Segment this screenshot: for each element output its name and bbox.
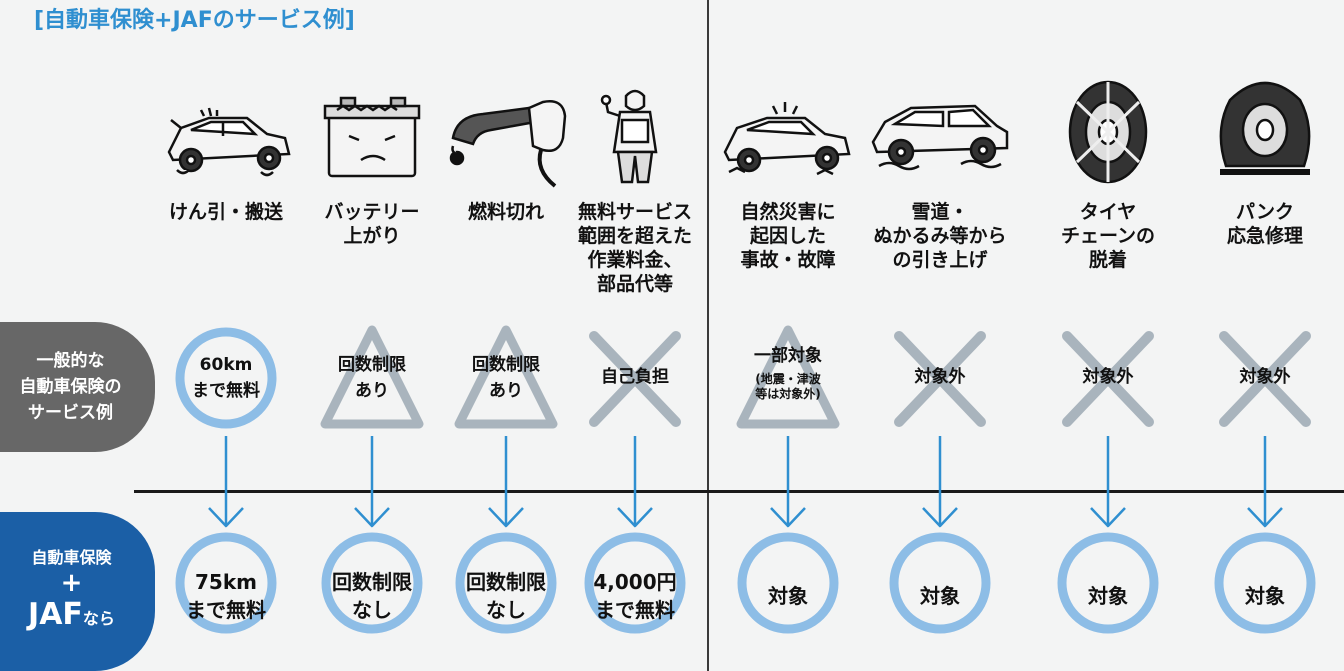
down-arrow-icon — [915, 436, 965, 528]
general-cross-mark — [885, 318, 995, 434]
general-insurance-label: 一般的な 自動車保険の サービス例 — [0, 322, 155, 452]
service-name: 無料サービス 範囲を超えた 作業料金、 部品代等 — [577, 201, 692, 295]
battery-icon — [297, 80, 447, 190]
general-label-line: 一般的な — [36, 351, 105, 371]
down-arrow-icon — [201, 436, 251, 528]
service-name: 雪道・ ぬかるみ等から の引き上げ — [873, 201, 1007, 271]
down-arrow-icon — [1240, 436, 1290, 528]
general-coverage-text: 対象外 — [1082, 367, 1134, 387]
car-accident-icon — [713, 80, 863, 190]
down-arrow-icon — [481, 436, 531, 528]
general-triangle-mark — [451, 318, 561, 434]
insurance-plus-jaf-label: 自動車保険 + JAFなら — [0, 512, 155, 671]
down-arrow-icon — [763, 436, 813, 528]
jaf-coverage-text: 対象 — [920, 584, 960, 608]
page-title: [自動車保険+JAFのサービス例] — [34, 8, 355, 33]
horizontal-divider — [134, 490, 1344, 493]
service-column: けん引・搬送 60km まで無料 75km まで無料 — [151, 0, 301, 671]
fuel-nozzle-icon — [431, 80, 581, 190]
service-name: パンク 応急修理 — [1226, 201, 1303, 247]
service-name: 燃料切れ — [467, 201, 544, 223]
general-label-line: 自動車保険の — [19, 377, 122, 397]
general-coverage-text: 回数制限 あり — [472, 355, 540, 401]
general-cross-mark — [580, 318, 690, 434]
jaf-label-suffix: なら — [82, 608, 115, 628]
jaf-label-line: 自動車保険 — [31, 547, 112, 567]
jaf-label-jaf: JAF — [28, 596, 83, 632]
general-coverage-text: 対象外 — [914, 367, 966, 387]
service-column: 燃料切れ回数制限 あり回数制限 なし — [431, 0, 581, 671]
jaf-circle-mark — [735, 530, 841, 636]
service-name: タイヤ チェーンの 脱着 — [1060, 201, 1156, 271]
general-triangle-mark — [733, 318, 843, 434]
service-name: けん引・搬送 — [168, 201, 283, 223]
down-arrow-icon — [1083, 436, 1133, 528]
general-coverage-note: (地震・津波 等は対象外) — [755, 372, 821, 401]
jaf-coverage-text: 回数制限 なし — [466, 570, 546, 622]
service-column: 雪道・ ぬかるみ等から の引き上げ対象外対象 — [865, 0, 1015, 671]
jaf-label-brand: JAFなら — [28, 597, 115, 637]
jaf-circle-mark — [1212, 530, 1318, 636]
general-cross-mark — [1053, 318, 1163, 434]
service-column: 無料サービス 範囲を超えた 作業料金、 部品代等自己負担 4,000円 まで無料 — [560, 0, 710, 671]
service-name: 自然災害に 起因した 事故・故障 — [740, 201, 836, 271]
general-coverage-text: 回数制限 あり — [338, 355, 406, 401]
jaf-coverage-text: 対象 — [1245, 584, 1285, 608]
jaf-circle-mark — [582, 530, 688, 636]
service-column: タイヤ チェーンの 脱着対象外対象 — [1033, 0, 1183, 671]
general-circle-mark — [171, 318, 281, 434]
general-coverage-text: 自己負担 — [601, 367, 669, 387]
general-triangle-mark — [317, 318, 427, 434]
vertical-divider — [707, 0, 709, 671]
down-arrow-icon — [347, 436, 397, 528]
general-coverage-text: 一部対象 — [754, 346, 822, 366]
general-label-line: サービス例 — [28, 403, 113, 423]
jaf-coverage-text: 4,000円 まで無料 — [593, 570, 677, 622]
general-coverage-text: 60km まで無料 — [192, 355, 260, 401]
car-stuck-icon — [865, 80, 1015, 190]
jaf-label-plus: + — [60, 567, 83, 598]
jaf-circle-mark — [319, 530, 425, 636]
tire-chain-icon — [1033, 80, 1183, 190]
jaf-circle-mark — [1055, 530, 1161, 636]
general-coverage-text: 対象外 — [1239, 367, 1291, 387]
jaf-circle-mark — [887, 530, 993, 636]
service-column: 自然災害に 起因した 事故・故障一部対象 (地震・津波 等は対象外) 対象 — [713, 0, 863, 671]
jaf-circle-mark — [173, 530, 279, 636]
jaf-coverage-text: 対象 — [768, 584, 808, 608]
jaf-coverage-text: 対象 — [1088, 584, 1128, 608]
jaf-coverage-text: 75km まで無料 — [186, 570, 266, 622]
jaf-circle-mark — [453, 530, 559, 636]
flat-tire-icon — [1190, 80, 1340, 190]
service-column: パンク 応急修理対象外対象 — [1190, 0, 1340, 671]
down-arrow-icon — [610, 436, 660, 528]
mechanic-icon — [560, 80, 710, 190]
general-cross-mark — [1210, 318, 1320, 434]
jaf-coverage-text: 回数制限 なし — [332, 570, 412, 622]
car-tow-icon — [151, 80, 301, 190]
service-name: バッテリー 上がり — [324, 201, 420, 247]
service-column: バッテリー 上がり回数制限 あり回数制限 なし — [297, 0, 447, 671]
